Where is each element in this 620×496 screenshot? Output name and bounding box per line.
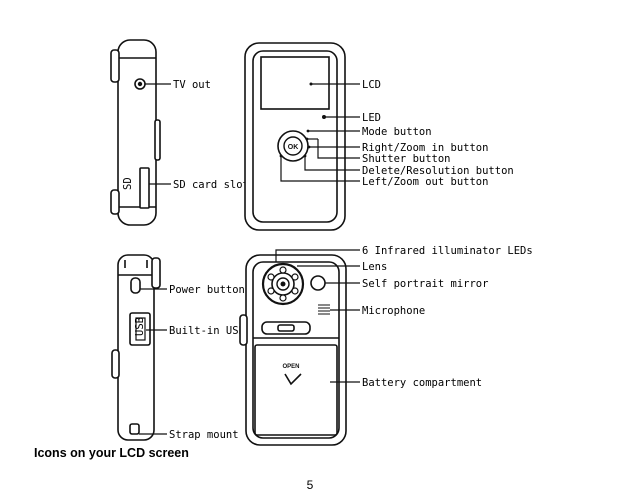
leader-lines-top-left (145, 83, 171, 185)
label-microphone: Microphone (362, 305, 425, 317)
dpad-dots (279, 129, 311, 158)
label-lens: Lens (362, 261, 387, 273)
battery-open-text: OPEN (282, 364, 299, 370)
section-title: Icons on your LCD screen (34, 446, 189, 460)
label-delete-resolution-button: Delete/Resolution button (362, 165, 514, 177)
label-mode-button: Mode button (362, 126, 432, 138)
label-right-zoom-in-button: Right/Zoom in button (362, 142, 488, 154)
leader-lines-bottom-right (275, 249, 360, 383)
label-battery-compartment: Battery compartment (362, 377, 482, 389)
label-power-button: Power button (169, 284, 245, 296)
ok-button-text: OK (288, 144, 299, 151)
infrared-led-ring (267, 266, 299, 302)
leader-lines-top-right (280, 83, 360, 182)
camera-side-view-top (110, 39, 161, 226)
camera-side-view-bottom (111, 254, 161, 441)
label-built-in-usb: Built-in USB (169, 325, 245, 337)
label-led: LED (362, 112, 381, 124)
label-tv-out: TV out (173, 79, 211, 91)
label-strap-mount: Strap mount (169, 429, 239, 441)
page-number: 5 (306, 478, 314, 492)
label-shutter-button: Shutter button (362, 153, 451, 165)
label-lcd: LCD (362, 79, 381, 91)
label-self-portrait-mirror: Self portrait mirror (362, 278, 488, 290)
sd-slot-text: SD (122, 177, 134, 190)
microphone-grille (318, 304, 330, 315)
usb-port-text: USB (134, 317, 146, 336)
leader-lines-bottom-left (139, 288, 167, 435)
camera-back-view (239, 254, 347, 446)
label-sd-card-slot: SD card slot (173, 179, 249, 191)
camera-front-view (244, 42, 346, 231)
label-left-zoom-out-button: Left/Zoom out button (362, 176, 488, 188)
label-infrared-leds: 6 Infrared illuminator LEDs (362, 245, 533, 257)
